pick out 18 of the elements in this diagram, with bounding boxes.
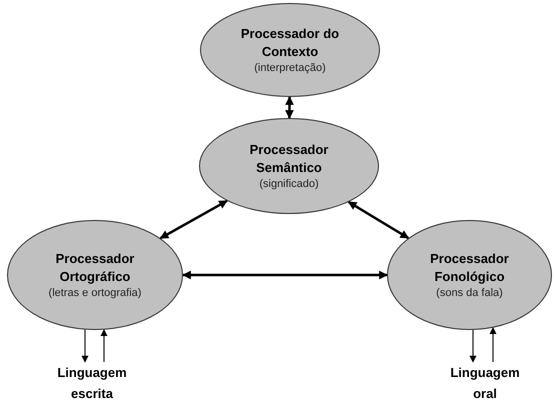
node-title: Linguagem oral (449, 364, 521, 403)
node-title: Processador do Contexto (240, 24, 340, 60)
arrow (100, 329, 108, 362)
arrow (348, 200, 410, 240)
node-subtitle: (interpretação) (254, 60, 326, 76)
arrow (182, 270, 388, 280)
arrow (82, 329, 88, 363)
arrow (470, 329, 476, 363)
node-title: Processador Ortográfico (54, 250, 136, 286)
node-title: Linguagem escrita (56, 364, 128, 403)
node-title: Processador Fonológico (429, 250, 510, 286)
node-title: Processador Semântico (248, 140, 330, 176)
node-subtitle: (sons da fala) (436, 286, 503, 300)
arrow (490, 327, 496, 362)
arrow (285, 96, 294, 119)
arrow (160, 200, 228, 240)
node-subtitle: (letras e ortografia) (48, 286, 142, 300)
node-subtitle: (significado) (259, 176, 319, 192)
